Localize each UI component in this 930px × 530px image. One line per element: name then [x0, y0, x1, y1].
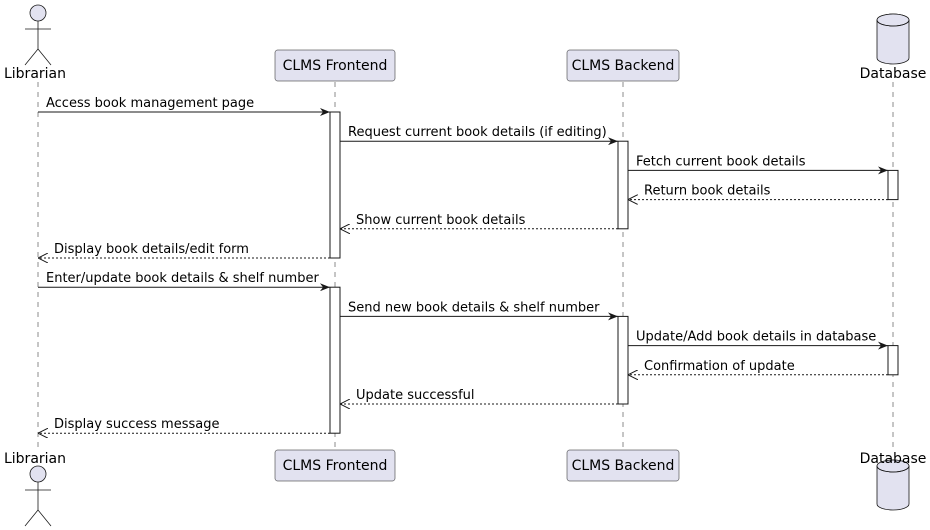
message-label: Send new book details & shelf number: [348, 300, 600, 315]
message-arrow: Enter/update book details & shelf number: [38, 271, 330, 292]
participant-librarian-top: Librarian: [4, 4, 66, 82]
message-label: Display success message: [54, 417, 219, 432]
participant-librarian-bottom: Librarian: [4, 451, 66, 527]
actor-icon: [24, 465, 52, 527]
activation-bar-database: [887, 169, 899, 201]
actor-label: Librarian: [4, 66, 66, 82]
participant-frontend-top: CLMS Frontend: [274, 49, 396, 82]
message-label: Update/Add book details in database: [636, 330, 876, 345]
message-arrow: Request current book details (if editing…: [340, 125, 618, 146]
message-arrow: Access book management page: [38, 96, 330, 116]
participant-box: [274, 449, 396, 482]
message-arrow: Update successful: [340, 388, 618, 404]
participant-label: CLMS Frontend: [283, 58, 388, 74]
participant-box: [274, 49, 396, 82]
participant-backend-bottom: CLMS Backend: [566, 449, 680, 482]
message-label: Enter/update book details & shelf number: [46, 271, 319, 286]
message-arrow: Return book details: [628, 184, 888, 200]
participant-database-top: Database: [860, 13, 927, 82]
participant-frontend-bottom: CLMS Frontend: [274, 449, 396, 482]
message-arrow: Send new book details & shelf number: [340, 300, 618, 321]
message-arrow: Confirmation of update: [628, 359, 888, 375]
actor-label: Librarian: [4, 451, 66, 467]
actor-icon: [24, 4, 52, 66]
message-label: Access book management page: [46, 96, 254, 111]
participant-label: CLMS Backend: [572, 458, 675, 474]
database-icon: [876, 459, 910, 511]
message-label: Show current book details: [356, 213, 526, 228]
participant-box: [566, 449, 680, 482]
message-arrow: Show current book details: [340, 213, 618, 229]
participant-database-bottom: Database: [860, 451, 927, 511]
database-icon: [876, 13, 910, 65]
message-label: Confirmation of update: [644, 359, 795, 374]
message-label: Request current book details (if editing…: [348, 125, 607, 140]
activation-bar-database: [887, 345, 899, 376]
message-arrow: Display book details/edit form: [38, 242, 330, 258]
participant-backend-top: CLMS Backend: [566, 49, 680, 82]
message-label: Update successful: [356, 388, 475, 403]
activation-bar-backend: [617, 315, 629, 405]
message-label: Display book details/edit form: [54, 242, 249, 257]
message-arrow: Display success message: [38, 417, 330, 433]
activation-bar-frontend: [329, 111, 341, 259]
participant-box: [566, 49, 680, 82]
message-label: Return book details: [644, 184, 771, 199]
database-label: Database: [860, 66, 927, 82]
participant-label: CLMS Backend: [572, 58, 675, 74]
activation-bar-frontend: [329, 286, 341, 434]
participant-label: CLMS Frontend: [283, 458, 388, 474]
activation-bar-backend: [617, 140, 629, 230]
message-label: Fetch current book details: [636, 154, 806, 169]
message-arrow: Fetch current book details: [628, 154, 888, 175]
database-label: Database: [860, 451, 927, 467]
message-arrow: Update/Add book details in database: [628, 330, 888, 350]
